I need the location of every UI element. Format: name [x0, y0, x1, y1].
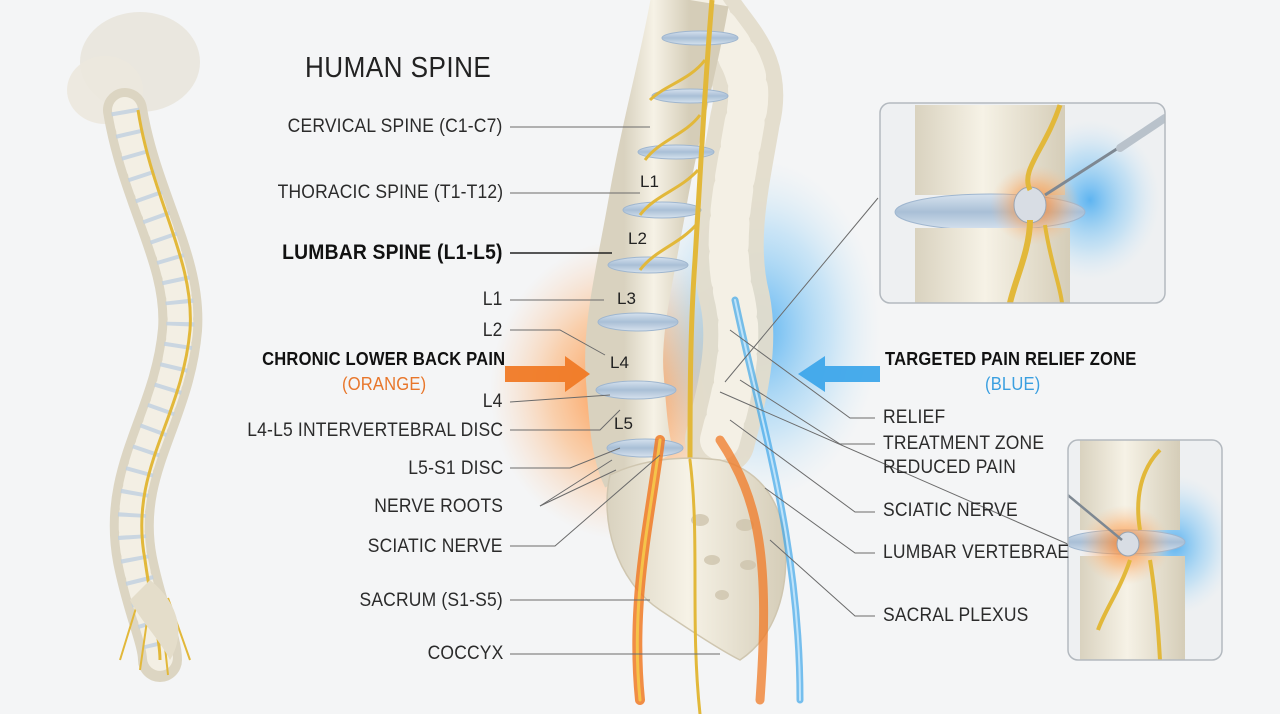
full-spine-figure [67, 12, 200, 675]
label-thoracic-spine: THORACIC SPINE (T1-T12) [277, 182, 503, 204]
label-l1: L1 [483, 289, 503, 311]
label-sciatic-nerve-right: SCIATIC NERVE [883, 500, 1018, 522]
label-sacral-plexus: SACRAL PLEXUS [883, 605, 1029, 627]
vertebra-label-l4: L4 [610, 353, 629, 373]
vertebra-label-l3: L3 [617, 289, 636, 309]
inset-disc-closeup [880, 103, 1165, 303]
label-lumbar-spine: LUMBAR SPINE (L1-L5) [283, 241, 503, 265]
vertebra-label-l2: L2 [628, 229, 647, 249]
label-treatment-zone: TREATMENT ZONE [883, 433, 1044, 455]
label-l5-s1-disc: L5-S1 DISC [408, 458, 503, 480]
vertebra-label-l1: L1 [640, 172, 659, 192]
label-l4: L4 [483, 391, 503, 413]
inset-injection-closeup [1052, 440, 1235, 660]
label-lumbar-vertebrae: LUMBAR VERTEBRAE [883, 542, 1069, 564]
label-sciatic-nerve-left: SCIATIC NERVE [368, 536, 503, 558]
label-chronic-pain: CHRONIC LOWER BACK PAIN [262, 349, 505, 370]
label-cervical-spine: CERVICAL SPINE (C1-C7) [288, 116, 503, 138]
label-l2: L2 [483, 320, 503, 342]
page-title: HUMAN SPINE [305, 52, 491, 85]
label-chronic-pain-color: (ORANGE) [342, 374, 426, 395]
label-nerve-roots: NERVE ROOTS [374, 496, 503, 518]
label-coccyx: COCCYX [427, 643, 503, 665]
label-l4-l5-disc: L4-L5 INTERVERTEBRAL DISC [247, 420, 503, 442]
label-targeted-relief: TARGETED PAIN RELIEF ZONE [885, 349, 1136, 370]
label-targeted-relief-color: (BLUE) [985, 374, 1040, 395]
label-relief: RELIEF [883, 407, 945, 429]
label-reduced-pain: REDUCED PAIN [883, 457, 1016, 479]
vertebra-label-l5: L5 [614, 414, 633, 434]
label-sacrum: SACRUM (S1-S5) [360, 590, 503, 612]
